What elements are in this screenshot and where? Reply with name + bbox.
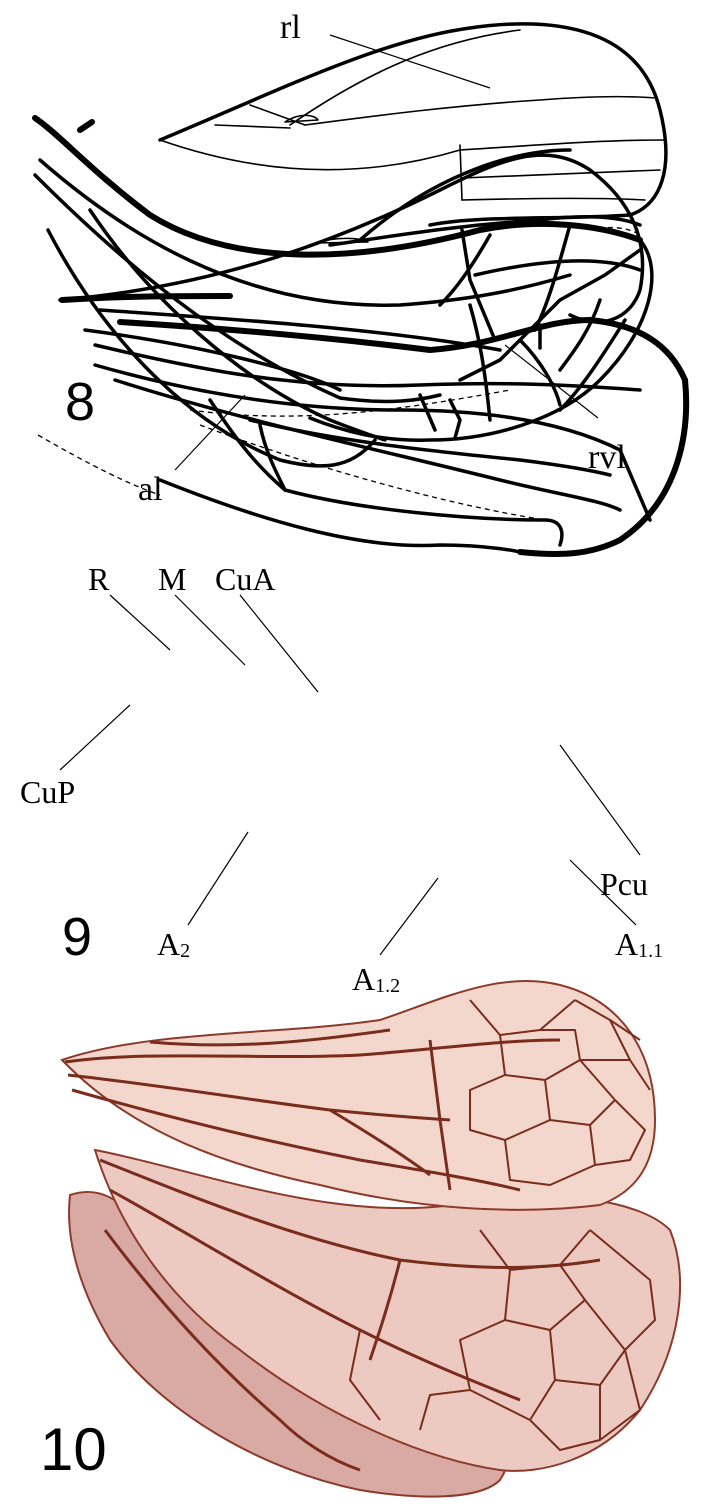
fig8-forewing-vein [462, 170, 660, 178]
fig8-hindwing-vein [460, 250, 640, 380]
fig9-label-A12: A1.2 [352, 961, 400, 997]
fig9-leader-A12 [380, 878, 438, 955]
fig8-forewing-vein [215, 125, 290, 128]
fig8-forewing-outline [160, 24, 666, 225]
fig9-leader-CuP [60, 705, 130, 770]
fig8-hindwing-vein [420, 395, 435, 430]
fig9-number: 9 [62, 907, 92, 967]
fig8-hindwing-vein [40, 160, 570, 305]
fig9-forewing-vein [100, 310, 500, 350]
fig8-stigma [285, 115, 318, 122]
fig9-hindwing-vein [95, 345, 640, 390]
fig10-number: 10 [40, 1416, 107, 1483]
fig9-hindwing-vein [285, 490, 562, 545]
fig9-forewing-margin [62, 296, 230, 300]
fig8-leader-rl [330, 35, 490, 88]
fig9-leader-Pcu [560, 745, 640, 855]
fig8-base-stub [80, 122, 92, 130]
fig8-hindwing-vein [450, 400, 460, 438]
figure-8-wing-drawing: rl rvl al 8 [35, 9, 666, 508]
fig9-leader-M [175, 595, 245, 665]
fig9-label-A11: A1.1 [615, 926, 663, 962]
figure-10-wing-photo: 10 [40, 981, 680, 1497]
fig8-label-al: al [138, 471, 163, 508]
fig8-hindwing-vein [35, 175, 440, 401]
fig9-leader-A2 [188, 832, 248, 925]
fig9-leader-R [110, 595, 170, 650]
fig8-forewing-vein [290, 30, 520, 125]
fig9-label-Pcu: Pcu [600, 866, 648, 902]
fig8-forewing-vein [160, 140, 665, 170]
fig9-label-CuP: CuP [20, 774, 75, 810]
fig8-hindwing-vein [560, 300, 600, 370]
fig9-label-R: R [88, 561, 110, 597]
fig8-label-rl: rl [280, 9, 301, 46]
figure-9-wing-drawing: R M CuA CuP Pcu A2 A1.2 A1.1 9 [20, 150, 686, 997]
fig9-label-CuA: CuA [215, 561, 275, 597]
fig9-forewing-vein [462, 230, 495, 340]
fig9-label-M: M [158, 561, 186, 597]
fig9-leader-CuA [240, 595, 318, 692]
fig8-number: 8 [65, 372, 95, 432]
fig9-label-A2: A2 [157, 926, 190, 962]
fig8-forewing-vein [305, 97, 657, 125]
fig8-forewing-vein [460, 145, 462, 200]
